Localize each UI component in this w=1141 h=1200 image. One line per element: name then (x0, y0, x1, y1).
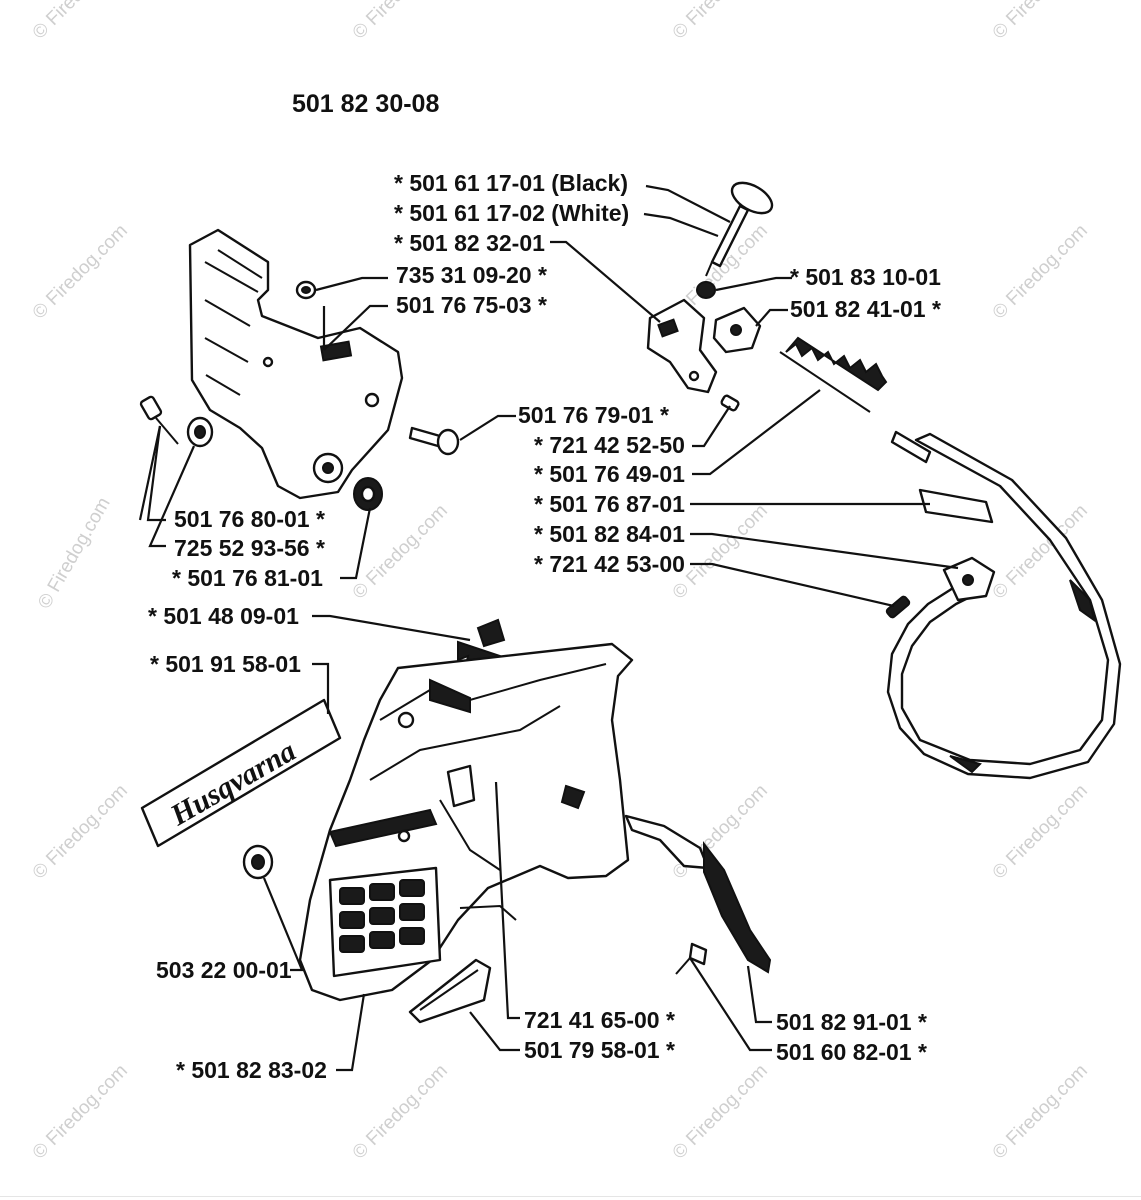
part-label: 501 79 58-01 * (524, 1037, 675, 1063)
watermark: © Firedog.com (29, 780, 132, 883)
part-label: 503 22 00-01 (156, 957, 292, 983)
part-label: * 501 82 84-01 (534, 521, 685, 547)
watermark: © Firedog.com (989, 780, 1092, 883)
part-label: * 501 61 17-01 (Black) (394, 170, 628, 196)
knob-rod (705, 181, 774, 277)
part-label: * 501 82 83-02 (176, 1057, 327, 1083)
part-label: * 501 91 58-01 (150, 651, 301, 677)
part-label: * 501 48 09-01 (148, 603, 299, 629)
watermark: © Firedog.com (349, 0, 452, 44)
cover-insert (408, 958, 492, 1024)
band-plate (918, 488, 994, 524)
husqvarna-decal: Husqvarna (140, 698, 342, 848)
part-label: * 721 42 53-00 (534, 551, 685, 577)
part-label: 501 60 82-01 * (776, 1039, 927, 1065)
clutch-cover (298, 642, 634, 1002)
watermark: © Firedog.com (29, 0, 132, 44)
part-label: 501 76 79-01 * (518, 402, 669, 428)
part-label: * 501 76 87-01 (534, 491, 685, 517)
bushing-lower (353, 477, 383, 511)
part-label: 501 82 41-01 * (790, 296, 941, 322)
part-label: 721 41 65-00 * (524, 1007, 675, 1033)
brake-lever-housing (188, 228, 404, 500)
part-drawings: Husqvarna (139, 181, 1122, 1024)
bottom-divider (0, 1196, 1141, 1197)
part-label: 501 82 91-01 * (776, 1009, 927, 1035)
part-labels: * 501 61 17-01 (Black) * 501 61 17-02 (W… (148, 170, 941, 1083)
watermark-vertical: © Firedog.com (34, 494, 115, 613)
cover-nut (242, 844, 274, 880)
band-screw (885, 595, 911, 619)
chain-guide (624, 814, 772, 974)
vent-grille (328, 866, 442, 978)
pivot-pin (408, 426, 460, 456)
watermark: © Firedog.com (349, 500, 452, 603)
part-label: * 501 83 10-01 (790, 264, 941, 290)
watermark: © Firedog.com (989, 1060, 1092, 1163)
part-label: * 501 61 17-02 (White) (394, 200, 629, 226)
leader-lines (138, 184, 959, 1072)
watermark: © Firedog.com (29, 1060, 132, 1163)
diagram-title: 501 82 30-08 (292, 90, 439, 118)
spring-block (712, 306, 762, 354)
guide-screw (675, 942, 708, 975)
nut-small-top (295, 280, 317, 300)
watermark: © Firedog.com (669, 1060, 772, 1163)
small-pin (720, 394, 740, 412)
part-label: 501 76 80-01 * (174, 506, 325, 532)
watermark: © Firedog.com (349, 1060, 452, 1163)
part-label: 735 31 09-20 * (396, 262, 547, 288)
part-label: * 501 82 32-01 (394, 230, 545, 256)
watermark: © Firedog.com (989, 0, 1092, 44)
watermark: © Firedog.com (29, 220, 132, 323)
watermark: © Firedog.com (669, 0, 772, 44)
part-label: * 721 42 52-50 (534, 432, 685, 458)
screw-left (139, 395, 179, 445)
part-label: 725 52 93-56 * (174, 535, 325, 561)
part-label: 501 76 75-03 * (396, 292, 547, 318)
watermark: © Firedog.com (989, 220, 1092, 323)
block-small (696, 281, 716, 299)
spacer-left (186, 416, 214, 448)
part-label: * 501 76 81-01 (172, 565, 323, 591)
brake-band (886, 432, 1122, 780)
spring (779, 336, 932, 464)
part-label: * 501 76 49-01 (534, 461, 685, 487)
brake-lever (646, 298, 718, 394)
